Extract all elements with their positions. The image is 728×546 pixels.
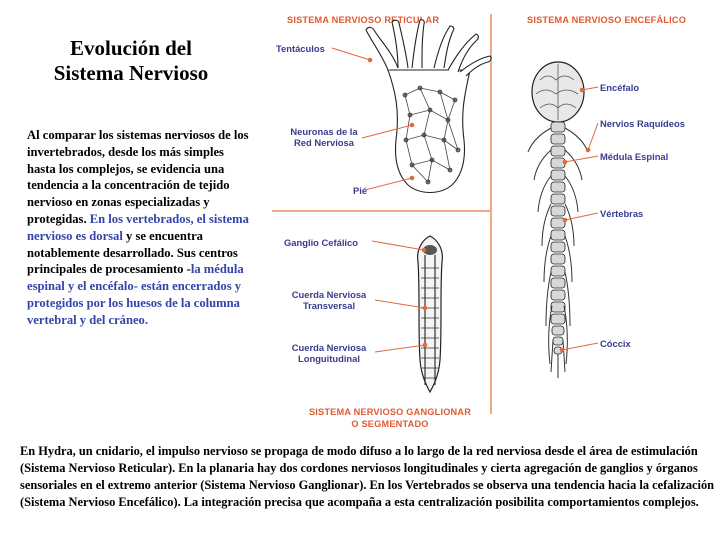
label-encefalo: Encéfalo [600,82,640,93]
page-title: Evolución del Sistema Nervioso [20,36,242,86]
planaria-cephalic-ganglion [423,245,437,255]
label-cuerda-l-line-1: Cuerda Nerviosa [291,342,367,353]
label-neuronas-line-2: Red Nerviosa [294,137,354,148]
label-ganglio: Ganglio Cefálico [284,237,358,248]
title-line-2: Sistema Nervioso [53,61,209,85]
horizontal-divider [272,210,490,212]
heading-encefalico: SISTEMA NERVIOSO ENCEFÁLICO [527,15,687,25]
label-neuronas-line-1: Neuronas de la [290,126,358,137]
label-nervios-raquideos: Nervios Raquídeos [600,118,685,129]
vertical-divider [490,14,492,414]
pointer-lines [331,47,599,353]
label-cuerda-t-line-1: Cuerda Nerviosa [291,289,367,300]
planaria-transversal-cords [421,267,439,379]
hydra-tentacle-4 [433,25,455,69]
hydra-tentacle-5 [447,33,479,73]
heading-ganglionar-line-2: O SEGMENTADO [351,419,429,429]
footer-paragraph: En Hydra, un cnidario, el impulso nervio… [20,444,715,509]
intro-text-medula: la médula espinal y el encéfalo- están e… [27,262,244,327]
hydra-tentacle-2 [391,19,409,69]
label-coccix: Cóccix [600,338,631,349]
hydra-tentacle-6 [459,55,492,77]
label-pie: Pié [353,185,368,196]
heading-ganglionar: SISTEMA NERVIOSO GANGLIONAR O SEGMENTADO [290,406,490,430]
planaria-longitudinal-cords [424,255,436,385]
label-medula-espinal: Médula Espinal [600,151,669,162]
hydra-illustration [365,19,492,194]
spinal-column [550,121,566,355]
intro-paragraph: Al comparar los sistemas nerviosos de lo… [27,127,249,329]
label-cuerda-transversal: Cuerda Nerviosa Transversal [284,289,374,311]
intro-text-vertebrados: En los vertebrados, el sistema nervioso … [27,211,249,243]
heading-ganglionar-line-1: SISTEMA NERVIOSO GANGLIONAR [308,407,472,417]
intro-text-1: Al comparar los sistemas nerviosos de lo… [27,128,249,226]
intro-text-3: y se encuentra notablemente desarrollado… [27,228,238,277]
vertebrate-illustration [527,61,589,378]
label-neuronas: Neuronas de la Red Nerviosa [279,126,369,148]
hydra-tentacle-1 [365,26,399,71]
heading-reticular: SISTEMA NERVIOSO RETICULAR [287,15,440,25]
label-cuerda-l-line-2: Longuitudinal [298,353,360,364]
label-tentaculos: Tentáculos [276,43,325,54]
label-cuerda-longitudinal: Cuerda Nerviosa Longuitudinal [284,342,374,364]
planaria-body [417,235,443,394]
hydra-neuron-net [402,85,461,185]
title-line-1: Evolución del [70,36,192,60]
spinal-nerves [527,127,589,378]
planaria-illustration [417,235,443,394]
hydra-tentacle-3 [411,19,425,69]
brain-folds [535,64,579,120]
label-cuerda-t-line-2: Transversal [302,300,356,311]
label-vertebras: Vértebras [600,208,644,219]
hydra-body [387,69,471,194]
